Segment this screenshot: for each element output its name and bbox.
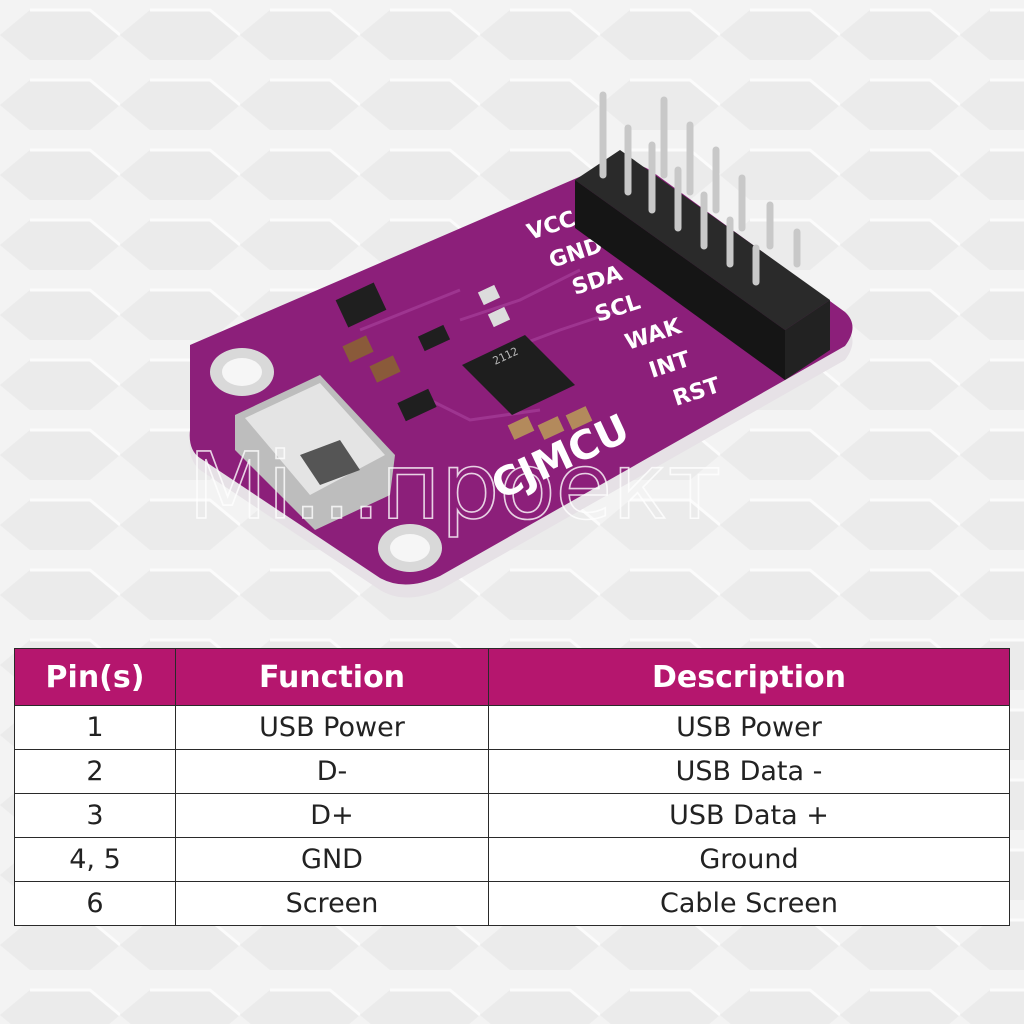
header-pins bbox=[599, 91, 801, 286]
led bbox=[477, 284, 501, 306]
capacitor bbox=[537, 416, 565, 440]
micro-usb-connector bbox=[235, 375, 395, 530]
resistor bbox=[417, 324, 451, 352]
table-header-row: Pin(s) Function Description bbox=[14, 648, 1010, 706]
cell-description: USB Data + bbox=[488, 793, 1010, 838]
cell-function: D- bbox=[175, 749, 489, 794]
cell-description: Cable Screen bbox=[488, 881, 1010, 926]
cell-pin: 6 bbox=[14, 881, 176, 926]
table-row: 3 D+ USB Data + bbox=[14, 793, 1010, 838]
mounting-hole bbox=[378, 524, 442, 572]
pin-function-table: Pin(s) Function Description 1 USB Power … bbox=[14, 648, 1010, 926]
capacitor bbox=[369, 355, 401, 383]
capacitor bbox=[342, 335, 374, 363]
cell-description: Ground bbox=[488, 837, 1010, 882]
table-row: 6 Screen Cable Screen bbox=[14, 881, 1010, 926]
led bbox=[487, 306, 511, 328]
cell-pin: 1 bbox=[14, 705, 176, 750]
cell-pin: 3 bbox=[14, 793, 176, 838]
table-row: 4, 5 GND Ground bbox=[14, 837, 1010, 882]
header-description: Description bbox=[488, 648, 1010, 706]
cell-function: GND bbox=[175, 837, 489, 882]
header-pins: Pin(s) bbox=[14, 648, 176, 706]
cell-description: USB Power bbox=[488, 705, 1010, 750]
diode bbox=[397, 388, 437, 422]
cell-function: USB Power bbox=[175, 705, 489, 750]
header-function: Function bbox=[175, 648, 489, 706]
usb-bridge-chip: 2112 bbox=[462, 335, 575, 415]
capacitor bbox=[565, 406, 593, 430]
transistor bbox=[335, 282, 387, 328]
cell-function: Screen bbox=[175, 881, 489, 926]
pin-header bbox=[575, 91, 830, 380]
table-row: 2 D- USB Data - bbox=[14, 749, 1010, 794]
mounting-hole bbox=[210, 348, 274, 396]
board-illustration: 2112 VCC GND SDA SCL WAK INT RST CJMCU bbox=[188, 91, 853, 598]
cell-description: USB Data - bbox=[488, 749, 1010, 794]
watermark: Mi...проект bbox=[188, 433, 721, 540]
capacitor bbox=[507, 416, 535, 440]
cell-pin: 2 bbox=[14, 749, 176, 794]
cell-function: D+ bbox=[175, 793, 489, 838]
table-row: 1 USB Power USB Power bbox=[14, 705, 1010, 750]
cell-pin: 4, 5 bbox=[14, 837, 176, 882]
